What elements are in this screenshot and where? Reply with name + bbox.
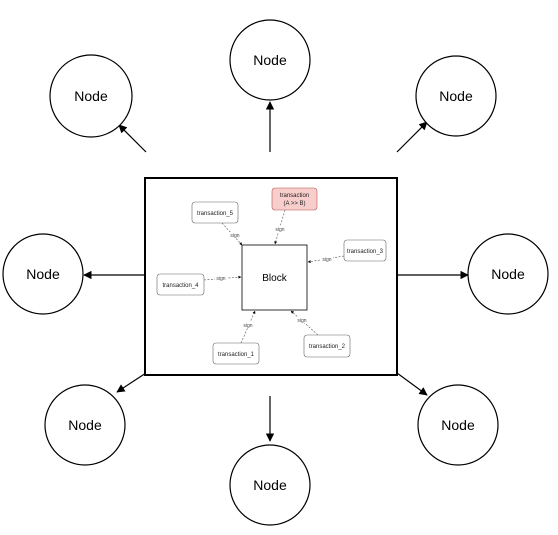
transaction-label: transaction_4: [162, 283, 199, 289]
transaction-label: (A >> B): [283, 201, 305, 207]
transaction-2: transaction_2: [303, 334, 351, 358]
edge-label: sign: [216, 276, 225, 282]
edge-labels: sign sign sign sign sign sign: [215, 226, 333, 329]
block-label: Block: [262, 273, 287, 284]
node-right: Node: [467, 233, 549, 315]
arrow-bottom-right: [396, 372, 428, 396]
transaction-label: transaction: [280, 193, 309, 199]
transaction-label: transaction_5: [197, 211, 234, 217]
arrow-top-left: [118, 124, 147, 153]
broadcast-arrows: [83, 101, 469, 442]
edge-t1: [240, 310, 256, 344]
node-label: Node: [441, 417, 475, 433]
transaction-5: transaction_5: [191, 201, 239, 224]
node-bottom-left: Node: [44, 384, 126, 466]
edge-label: sign: [297, 318, 306, 324]
block: Block: [241, 244, 308, 311]
arrow-top-right: [396, 121, 428, 153]
node-label: Node: [491, 266, 525, 282]
node-top: Node: [229, 19, 311, 101]
node-bottom: Node: [229, 444, 311, 526]
node-label: Node: [253, 52, 287, 68]
transaction-label: transaction_3: [347, 249, 384, 255]
transaction-a-to-b: transaction (A >> B): [271, 187, 318, 211]
transaction-label: transaction_2: [309, 344, 346, 350]
edge-label: sign: [275, 227, 284, 233]
node-label: Node: [439, 88, 473, 104]
edge-label: sign: [230, 233, 239, 239]
node-label: Node: [253, 477, 287, 493]
edge-label: sign: [243, 323, 252, 329]
node-label: Node: [74, 88, 108, 104]
arrow-bottom-left: [116, 372, 147, 393]
node-top-right: Node: [415, 55, 497, 137]
transaction-3: transaction_3: [343, 239, 387, 262]
transaction-1: transaction_1: [212, 342, 260, 365]
node-label: Node: [68, 417, 102, 433]
node-label: Node: [26, 266, 60, 282]
edge-label: sign: [322, 257, 331, 263]
node-bottom-right: Node: [417, 384, 499, 466]
node-top-left: Node: [49, 54, 133, 138]
transaction-4: transaction_4: [156, 273, 205, 296]
transaction-label: transaction_1: [218, 352, 255, 358]
node-left: Node: [2, 233, 84, 315]
